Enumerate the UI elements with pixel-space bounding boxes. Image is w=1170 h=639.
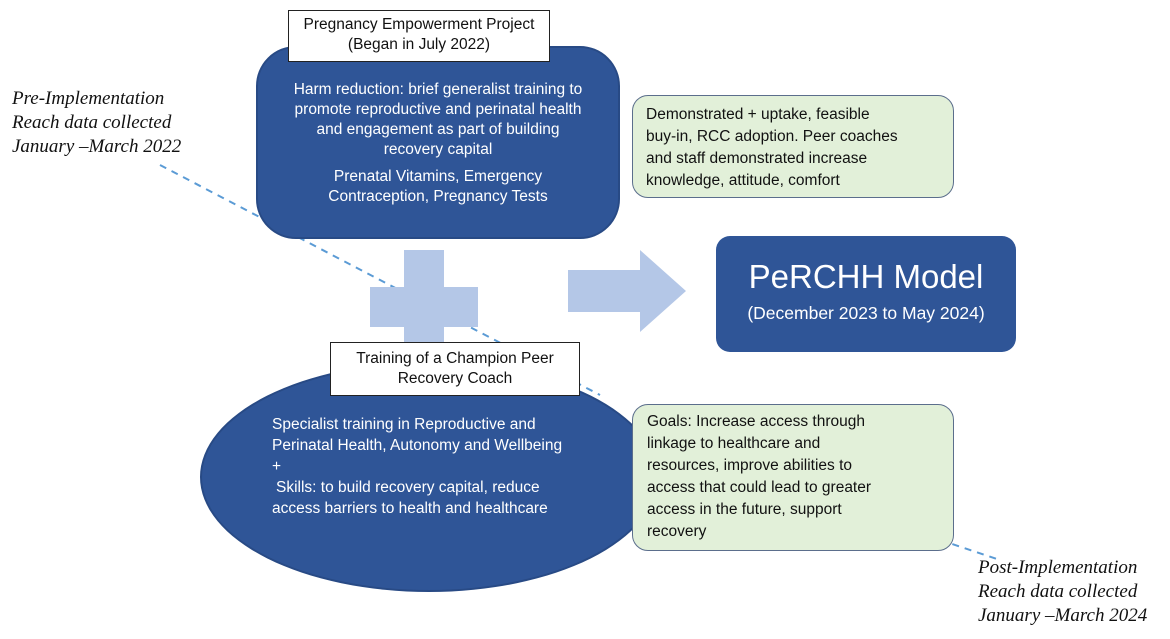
post-note-line-2: Reach data collected [978,581,1138,602]
pre-implementation-dashed-line [159,164,601,396]
project-title-line-2: (Began in July 2022) [347,36,491,53]
outcomes-line-3: and staff demonstrated increase [646,150,868,167]
goals-line-2: linkage to healthcare and [647,435,821,452]
post-implementation-note: Post-Implementation Reach data collected… [978,556,1147,628]
champion-title-line-2: Recovery Coach [397,370,513,387]
goals-line-1: Goals: Increase access through [647,413,865,430]
outcomes-box: Demonstrated + uptake, feasible buy-in, … [632,95,954,198]
pre-note-line-3: January –March 2022 [12,136,182,157]
goals-line-4: access that could lead to greater [647,479,872,496]
harm-reduction-line-3: and engagement as part of building [316,121,560,138]
perchh-model-box: PeRCHH Model (December 2023 to May 2024) [716,236,1016,352]
specialist-line-2: Perinatal Health, Autonomy and Wellbeing [272,437,563,454]
supplies-line-1: Prenatal Vitamins, Emergency [333,168,543,185]
pre-note-line-1: Pre-Implementation [12,88,165,109]
outcomes-line-1: Demonstrated + uptake, feasible [646,106,870,123]
plus-icon [370,287,478,327]
pre-note-line-2: Reach data collected [12,112,172,133]
goals-line-5: access in the future, support [647,501,842,518]
specialist-training-ellipse [200,362,658,592]
model-subtitle: (December 2023 to May 2024) [747,303,985,323]
harm-reduction-box: Harm reduction: brief generalist trainin… [256,46,620,239]
harm-reduction-line-4: recovery capital [383,141,493,158]
goals-box: Goals: Increase access through linkage t… [632,404,954,551]
post-note-line-3: January –March 2024 [978,605,1148,626]
outcomes-line-2: buy-in, RCC adoption. Peer coaches [646,128,898,145]
outcomes-line-4: knowledge, attitude, comfort [646,172,840,189]
pre-implementation-note: Pre-Implementation Reach data collected … [12,87,181,159]
champion-title-box: Training of a Champion Peer Recovery Coa… [330,342,580,396]
specialist-plus: + [272,458,282,475]
champion-title-line-1: Training of a Champion Peer [356,350,554,367]
goals-line-6: recovery [647,523,707,540]
harm-reduction-line-2: promote reproductive and perinatal healt… [294,101,582,118]
right-arrow-icon [568,250,686,332]
harm-reduction-line-1: Harm reduction: brief generalist trainin… [293,81,583,98]
project-title-line-1: Pregnancy Empowerment Project [303,16,535,33]
supplies-line-2: Contraception, Pregnancy Tests [328,188,548,205]
specialist-line-5: access barriers to health and healthcare [272,500,548,517]
goals-line-3: resources, improve abilities to [647,457,853,474]
post-implementation-dashed-line [939,539,1001,561]
model-title: PeRCHH Model [748,258,984,295]
specialist-line-1: Specialist training in Reproductive and [272,416,536,433]
project-title-box: Pregnancy Empowerment Project (Began in … [288,10,550,62]
post-note-line-1: Post-Implementation [978,557,1138,578]
specialist-line-4: Skills: to build recovery capital, reduc… [276,479,540,496]
specialist-training-text: Specialist training in Reproductive and … [272,414,632,519]
